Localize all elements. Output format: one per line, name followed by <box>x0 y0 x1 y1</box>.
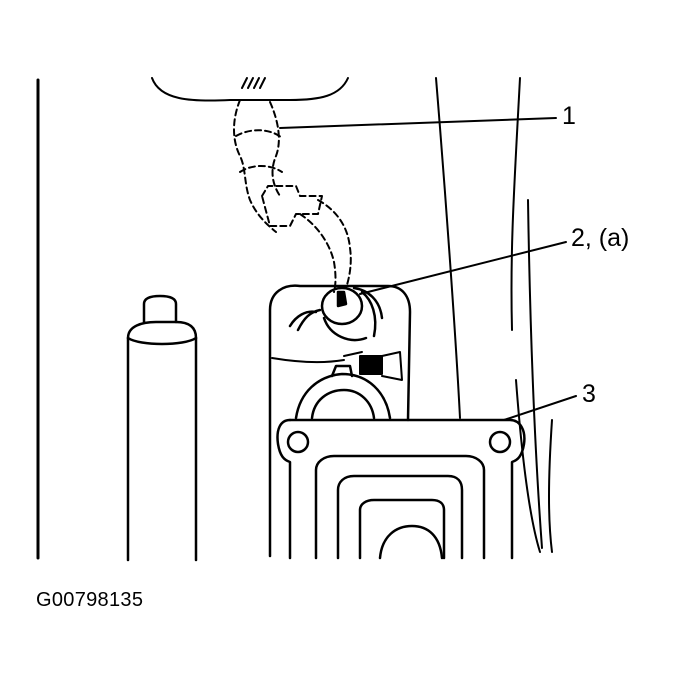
hidden-hose <box>233 99 352 293</box>
sensor-clamp <box>343 351 403 381</box>
housing-edge <box>271 357 345 364</box>
leader-line-2 <box>359 241 567 295</box>
housing-hatch <box>241 77 266 89</box>
round-cap <box>294 364 392 420</box>
leader-line-3 <box>503 395 577 421</box>
sensor-body <box>288 286 384 342</box>
callout-label-2: 2, (a) <box>571 224 630 252</box>
leader-line-1 <box>279 117 557 129</box>
cover-plate <box>276 418 526 560</box>
body-panel-lines <box>435 77 553 553</box>
callout-label-3: 3 <box>582 380 596 408</box>
canister <box>126 294 198 562</box>
sensor-housing <box>268 284 412 558</box>
callout-label-1: 1 <box>562 102 576 130</box>
figure-id: G00798135 <box>36 589 144 611</box>
upper-housing <box>151 77 349 102</box>
